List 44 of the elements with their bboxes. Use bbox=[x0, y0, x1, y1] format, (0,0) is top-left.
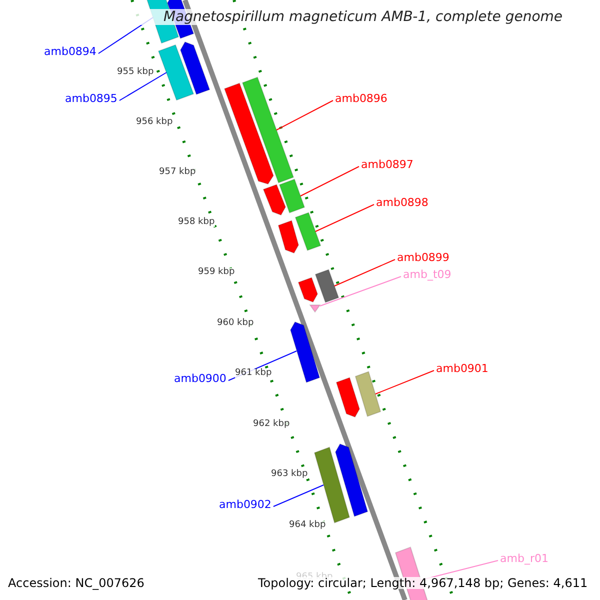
gene-label: amb0902 bbox=[219, 499, 272, 510]
scale-label: 959 kbp bbox=[198, 268, 235, 277]
scale-label: 955 kbp bbox=[117, 68, 154, 77]
gene-label: amb_r01 bbox=[500, 553, 548, 564]
leader-line bbox=[276, 100, 334, 130]
gene-bar bbox=[334, 443, 368, 518]
gene-bar bbox=[354, 370, 382, 418]
gene-label: amb0894 bbox=[44, 46, 96, 57]
scale-label: 961 kbp bbox=[235, 369, 272, 378]
gene-bar bbox=[298, 276, 318, 303]
leader-line bbox=[320, 276, 402, 306]
gene-bar bbox=[224, 82, 274, 185]
leader-line bbox=[314, 204, 374, 232]
footer-text: Accession: NC_007626 bbox=[8, 577, 144, 589]
gene-bar bbox=[336, 376, 360, 418]
gene-bar bbox=[158, 44, 194, 101]
gene-bar bbox=[290, 321, 320, 384]
gene-triangle bbox=[309, 304, 321, 313]
gene-bar bbox=[314, 268, 340, 304]
gene-bar bbox=[278, 220, 300, 254]
gene-bar bbox=[278, 178, 306, 214]
leader-line bbox=[334, 259, 396, 286]
scale-label: 956 kbp bbox=[136, 118, 173, 127]
leader-line bbox=[374, 370, 434, 394]
gene-label: amb0899 bbox=[397, 252, 450, 263]
gene-label: amb0896 bbox=[335, 93, 388, 104]
gene-label: amb0901 bbox=[436, 363, 488, 374]
gene-label: amb_t09 bbox=[403, 269, 452, 280]
gene-bar bbox=[180, 41, 210, 96]
gene-label: amb0897 bbox=[361, 159, 414, 170]
leader-line bbox=[300, 166, 360, 196]
gene-label: amb0898 bbox=[376, 197, 428, 208]
leader-line bbox=[272, 484, 324, 507]
gene-bar bbox=[262, 184, 286, 216]
scale-label: 958 kbp bbox=[178, 218, 215, 227]
gene-bar bbox=[294, 212, 322, 252]
scale-label: 964 kbp bbox=[289, 521, 326, 530]
scale-label: 957 kbp bbox=[159, 168, 196, 177]
leader-line bbox=[118, 72, 167, 101]
scale-label: 962 kbp bbox=[253, 420, 290, 429]
scale-label: 960 kbp bbox=[217, 319, 254, 328]
gene-bar bbox=[242, 76, 294, 184]
gene-label: amb0895 bbox=[65, 93, 118, 104]
gene-label: amb0900 bbox=[174, 373, 226, 384]
